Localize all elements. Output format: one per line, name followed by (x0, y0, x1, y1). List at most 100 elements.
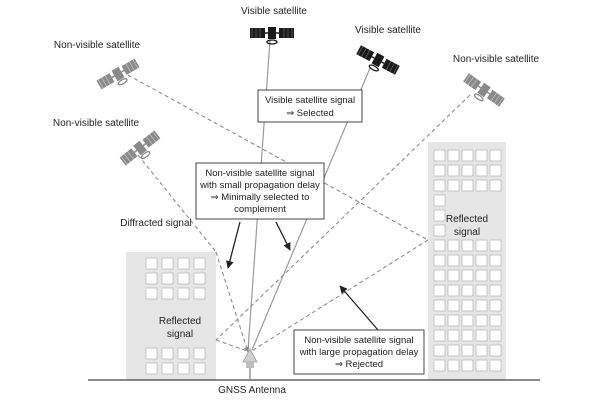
building-window (433, 209, 446, 222)
visible-signal-callout: Visible satellite signal ⇒ Selected (257, 89, 363, 123)
building-window (145, 272, 158, 285)
indirect-signals (127, 74, 471, 353)
building-window (461, 359, 474, 372)
building-window (433, 194, 446, 207)
small-delay-callout: Non-visible satellite signal with small … (195, 162, 325, 220)
building-window (475, 269, 488, 282)
building-window (193, 362, 206, 375)
building-window (475, 329, 488, 342)
building-window (475, 254, 488, 267)
building-window (475, 314, 488, 327)
callout-arrows (225, 221, 379, 331)
building-window (433, 239, 446, 252)
building-window (177, 257, 190, 270)
building-window (447, 344, 460, 357)
building-window (489, 254, 502, 267)
building-window (489, 314, 502, 327)
callout-line: ⇒ Rejected (335, 359, 383, 370)
reflected-signal-label: signal (454, 227, 480, 238)
building-window (489, 284, 502, 297)
building-window (177, 272, 190, 285)
building-window (489, 179, 502, 192)
nonvisible-satellite-label: Non-visible satellite (453, 54, 540, 65)
building-window (461, 179, 474, 192)
building-window (161, 272, 174, 285)
arrow-to-reflected (275, 221, 291, 251)
building-window (489, 329, 502, 342)
building-window (447, 329, 460, 342)
building-window (489, 164, 502, 177)
building-window (475, 149, 488, 162)
building-window (193, 287, 206, 300)
building-window (447, 164, 460, 177)
building-window (489, 359, 502, 372)
right-building (428, 142, 506, 380)
gnss-antenna-label: GNSS Antenna (218, 385, 286, 396)
building-window (433, 344, 446, 357)
large-delay-callout: Non-visible satellite signal with large … (293, 329, 425, 375)
left-building (126, 252, 216, 380)
building-window (447, 179, 460, 192)
building-window (433, 224, 446, 237)
building-window (177, 287, 190, 300)
satellite-icon (458, 71, 507, 113)
reflected-signal-label: Reflected (159, 316, 201, 327)
signal-path-line (127, 74, 429, 241)
building-window (475, 359, 488, 372)
building-window (475, 239, 488, 252)
building-window (447, 299, 460, 312)
building-window (447, 359, 460, 372)
building-window (447, 269, 460, 282)
building-window (475, 299, 488, 312)
visible-satellite-label: Visible satellite (355, 25, 421, 36)
building-window (193, 272, 206, 285)
reflected-path-line (249, 239, 429, 353)
building-window (433, 269, 446, 282)
building-window (433, 284, 446, 297)
callout-line: with small propagation delay (199, 180, 320, 191)
visible-satellite-label: Visible satellite (241, 6, 307, 17)
building-window (447, 314, 460, 327)
building-window (433, 149, 446, 162)
building-window (489, 344, 502, 357)
building-window (461, 344, 474, 357)
building-window (177, 362, 190, 375)
building-window (433, 254, 446, 267)
building-window (161, 362, 174, 375)
arrow-to-rejected-path (339, 285, 379, 331)
callout-line: Non-visible satellite signal (304, 335, 413, 346)
arrow-to-diffracted (225, 221, 241, 269)
building-window (433, 329, 446, 342)
building-window (475, 164, 488, 177)
building-window (461, 254, 474, 267)
reflected-signal-label: Reflected (446, 214, 488, 225)
callout-line: Non-visible satellite signal (205, 168, 314, 179)
nonvisible-satellite-label: Non-visible satellite (54, 40, 141, 51)
building-window (193, 347, 206, 360)
building-window (461, 284, 474, 297)
building-window (433, 164, 446, 177)
building-window (461, 164, 474, 177)
building-window (145, 347, 158, 360)
building-window (489, 269, 502, 282)
building-window (475, 179, 488, 192)
building-window (145, 362, 158, 375)
building-window (447, 149, 460, 162)
diffracted-path-line (215, 251, 250, 353)
callout-line: with large propagation delay (299, 347, 419, 358)
building-window (161, 347, 174, 360)
building-window (433, 179, 446, 192)
building-window (433, 359, 446, 372)
reflected-signal-label: signal (167, 329, 193, 340)
building-window (461, 269, 474, 282)
building-window (433, 299, 446, 312)
diffracted-signal-label: Diffracted signal (120, 218, 192, 229)
satellite-icon (352, 43, 401, 81)
callout-line: Visible satellite signal (265, 95, 355, 106)
building-window (489, 299, 502, 312)
building-window (461, 314, 474, 327)
building-window (461, 149, 474, 162)
nonvisible-satellite-label: Non-visible satellite (53, 118, 140, 129)
callout-line: ⇒ Selected (286, 108, 334, 119)
